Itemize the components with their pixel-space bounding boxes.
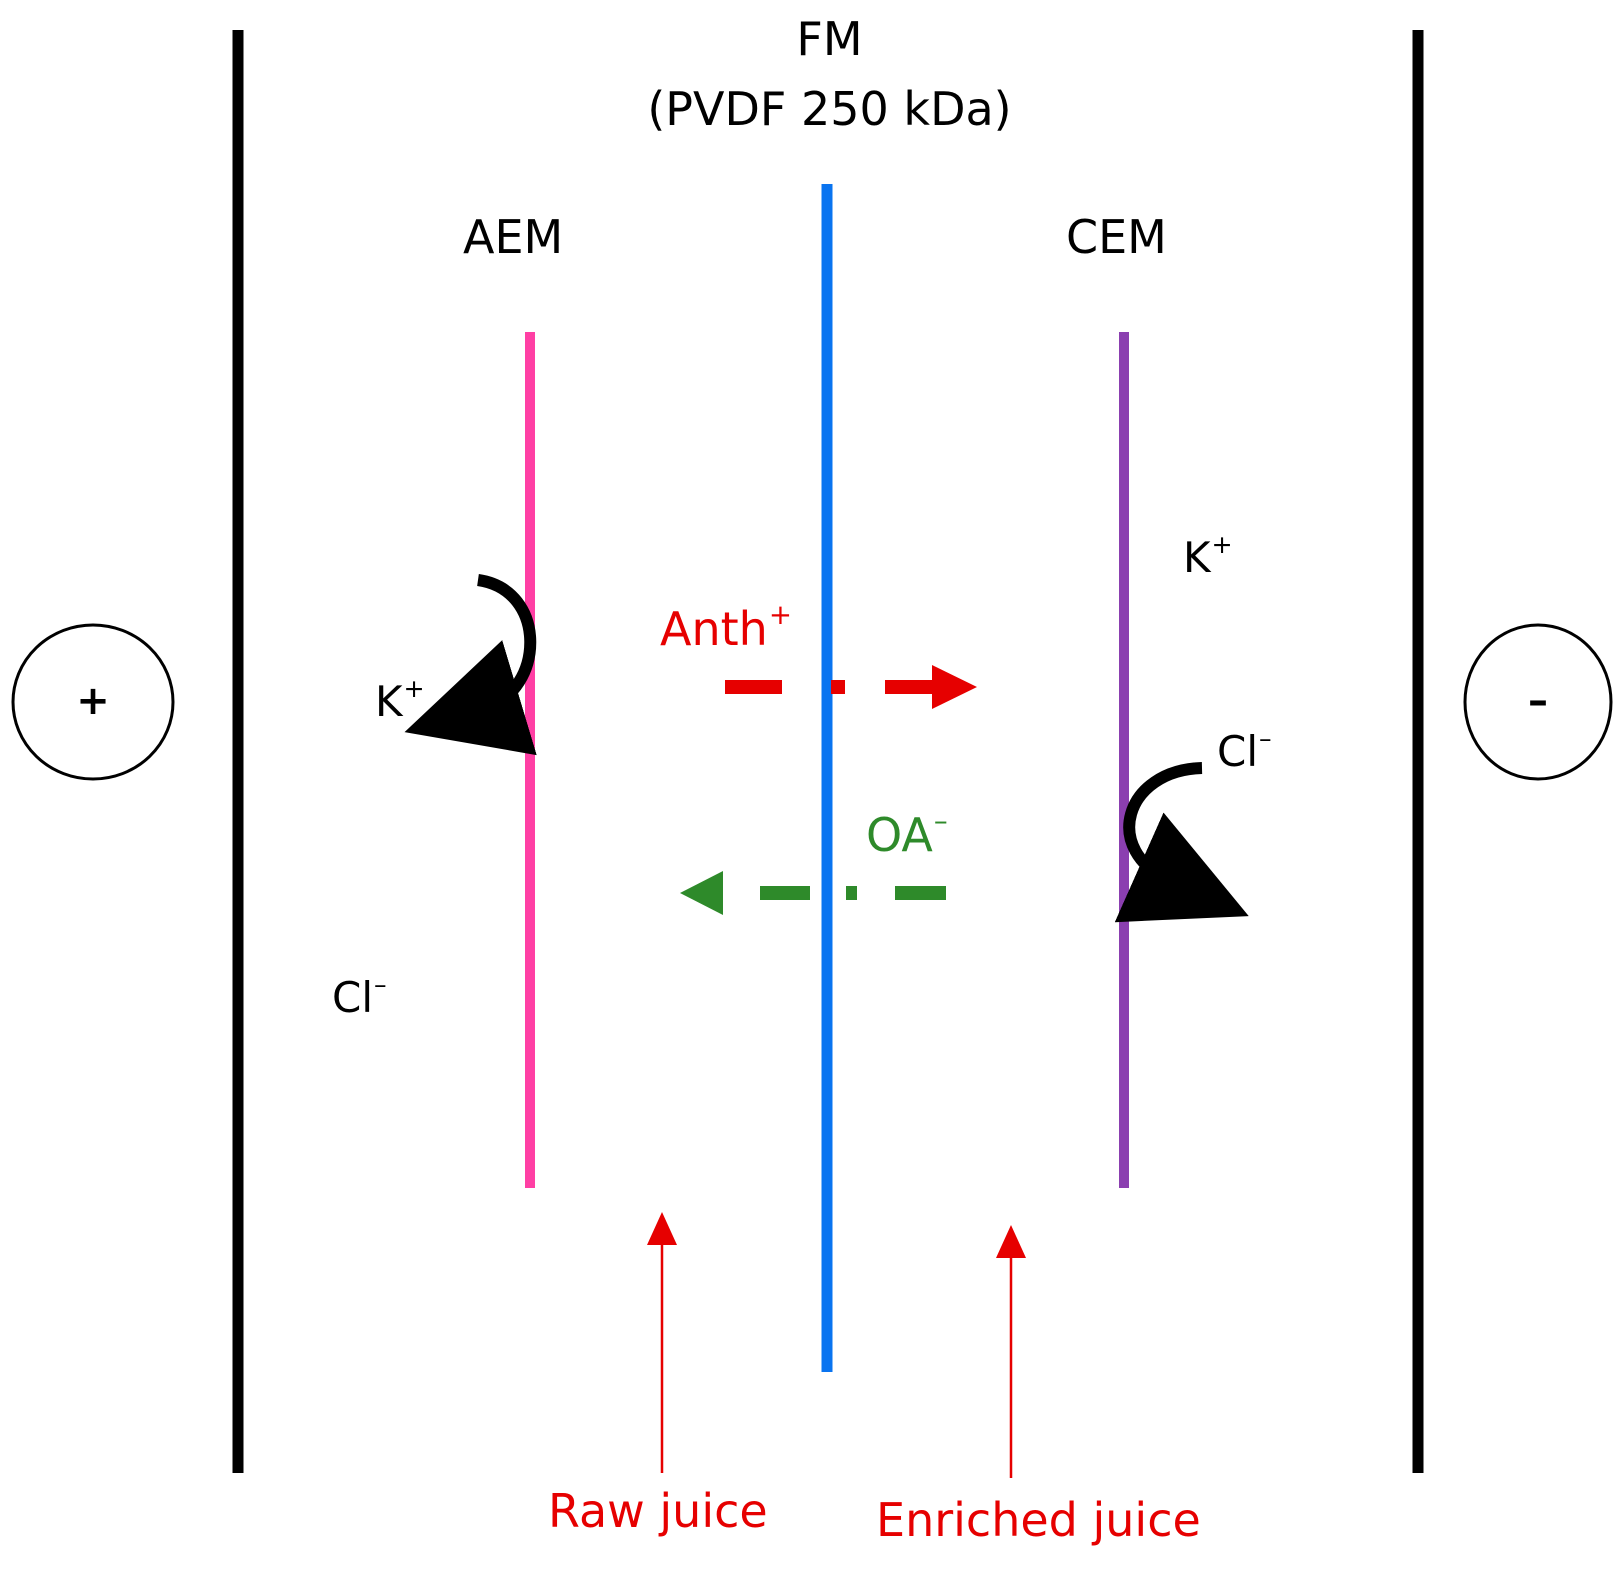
anode-symbol: + [76, 678, 110, 724]
cl-rejection-curved-arrow [1114, 762, 1249, 923]
oa-transport-arrow [680, 871, 946, 915]
raw-juice-flow-arrow [647, 1212, 677, 1473]
k-rejection-curved-arrow [404, 574, 537, 756]
anth-ion-label: Anth+ [660, 598, 792, 656]
cl-ion-right: Cl– [1217, 724, 1272, 776]
anode-circle [11, 623, 175, 781]
cem-label: CEM [1066, 210, 1167, 264]
cathode-circle [1463, 623, 1613, 781]
k-ion-left: K+ [375, 674, 425, 726]
enriched-juice-flow-arrow [996, 1225, 1026, 1478]
cathode-symbol: – [1528, 678, 1548, 724]
fm-title-line2: (PVDF 250 kDa) [647, 82, 1012, 136]
anth-transport-arrow [725, 665, 977, 709]
k-ion-right: K+ [1183, 530, 1233, 582]
aem-label: AEM [463, 210, 564, 264]
oa-ion-label: OA– [866, 804, 948, 862]
raw-juice-label: Raw juice [548, 1484, 768, 1538]
fm-title-line1: FM [796, 12, 863, 66]
cl-ion-left: Cl– [332, 970, 387, 1022]
enriched-juice-label: Enriched juice [876, 1493, 1201, 1547]
